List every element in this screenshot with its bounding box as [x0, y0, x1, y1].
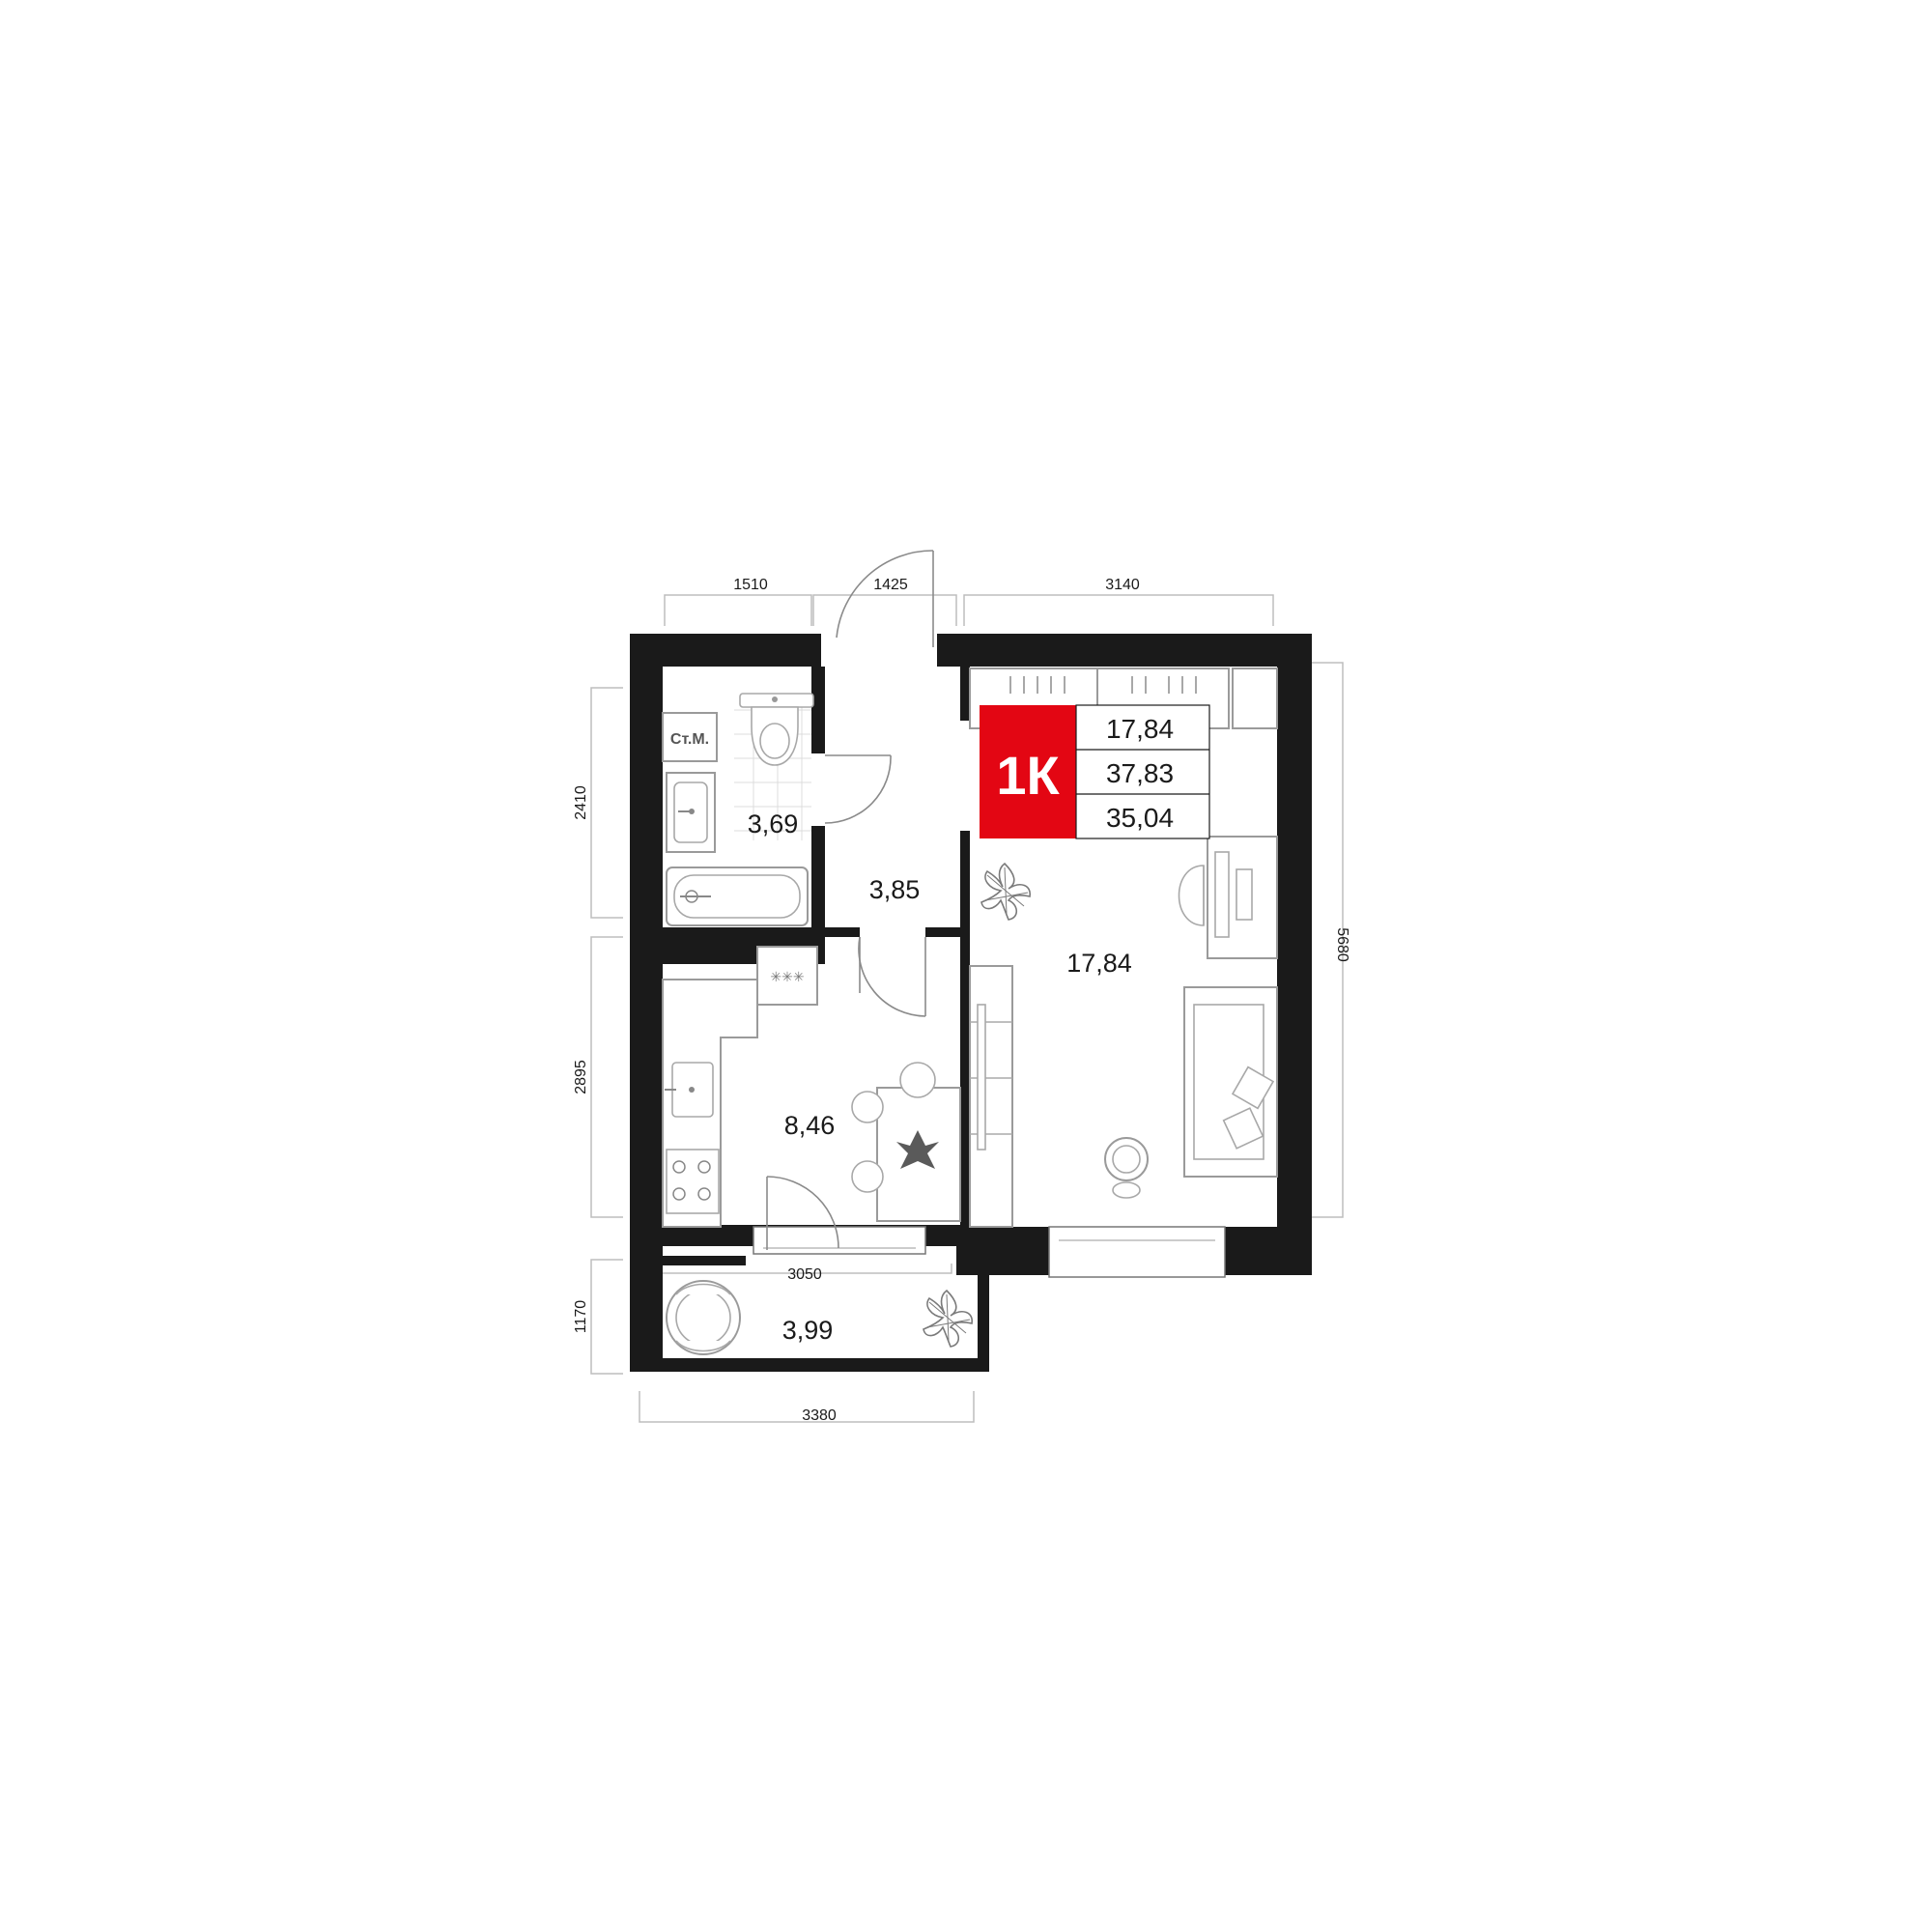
plant-icon — [896, 1130, 939, 1169]
plant-icon — [923, 1289, 973, 1348]
bathroom: Ст.М. 3,69 — [662, 693, 814, 926]
dim-right-total: 5680 — [1334, 927, 1350, 962]
window-icon — [753, 1226, 1226, 1278]
dimension-lines — [590, 594, 1344, 1423]
apartment-type-label: 1К — [996, 745, 1060, 806]
balcony: 3,99 — [666, 1280, 973, 1355]
living-room: 17,84 — [969, 668, 1278, 1228]
kitchen-area: 8,46 — [784, 1111, 836, 1140]
balcony-area: 3,99 — [782, 1316, 834, 1345]
dim-top-right: 3140 — [1105, 577, 1140, 593]
dim-left-balcony: 1170 — [573, 1300, 589, 1334]
chair-icon — [1178, 865, 1205, 926]
bathroom-area: 3,69 — [748, 810, 799, 838]
total-area-value: 37,83 — [1106, 758, 1174, 788]
area-without-balcony-value: 35,04 — [1106, 803, 1174, 833]
door-icon — [766, 550, 934, 1250]
dim-top-left: 1510 — [733, 577, 768, 593]
living-room-area: 17,84 — [1066, 949, 1132, 978]
dim-top-middle: 1425 — [873, 577, 908, 593]
washing-machine-icon: Ст.М. — [662, 712, 718, 762]
hallway-area: 3,85 — [869, 875, 921, 904]
desk-icon — [1207, 836, 1278, 959]
stove-icon — [666, 1149, 720, 1214]
apartment-type-badge — [980, 705, 1076, 838]
sink-icon — [665, 1062, 714, 1118]
wardrobe-icon — [969, 965, 1013, 1228]
chair-icon — [666, 1280, 741, 1355]
dim-kitchen-width: 3050 — [787, 1266, 822, 1283]
chair-icon — [851, 1062, 936, 1193]
sofa-icon — [1183, 986, 1278, 1178]
washing-machine-label: Ст.М. — [670, 731, 709, 748]
kitchen: ✳✳✳ 8,46 — [662, 946, 961, 1228]
dim-left-lower: 2895 — [573, 1060, 589, 1094]
dimension-labels: 1510 1425 3140 2410 2895 1170 5680 3050 … — [573, 577, 1350, 1424]
living-area-value: 17,84 — [1106, 714, 1174, 744]
chair-icon — [1104, 1137, 1149, 1199]
dim-balcony-width: 3380 — [802, 1407, 837, 1424]
radiator-icon: ✳✳✳ — [756, 946, 818, 1006]
toilet-icon — [739, 693, 814, 766]
apartment-info-badge: 1К 17,84 37,83 35,04 — [980, 704, 1210, 839]
bathtub-icon — [666, 867, 809, 926]
svg-text:✳✳✳: ✳✳✳ — [770, 969, 804, 984]
dim-left-upper: 2410 — [573, 785, 589, 820]
sink-icon — [666, 772, 716, 853]
plant-icon — [980, 862, 1031, 921]
